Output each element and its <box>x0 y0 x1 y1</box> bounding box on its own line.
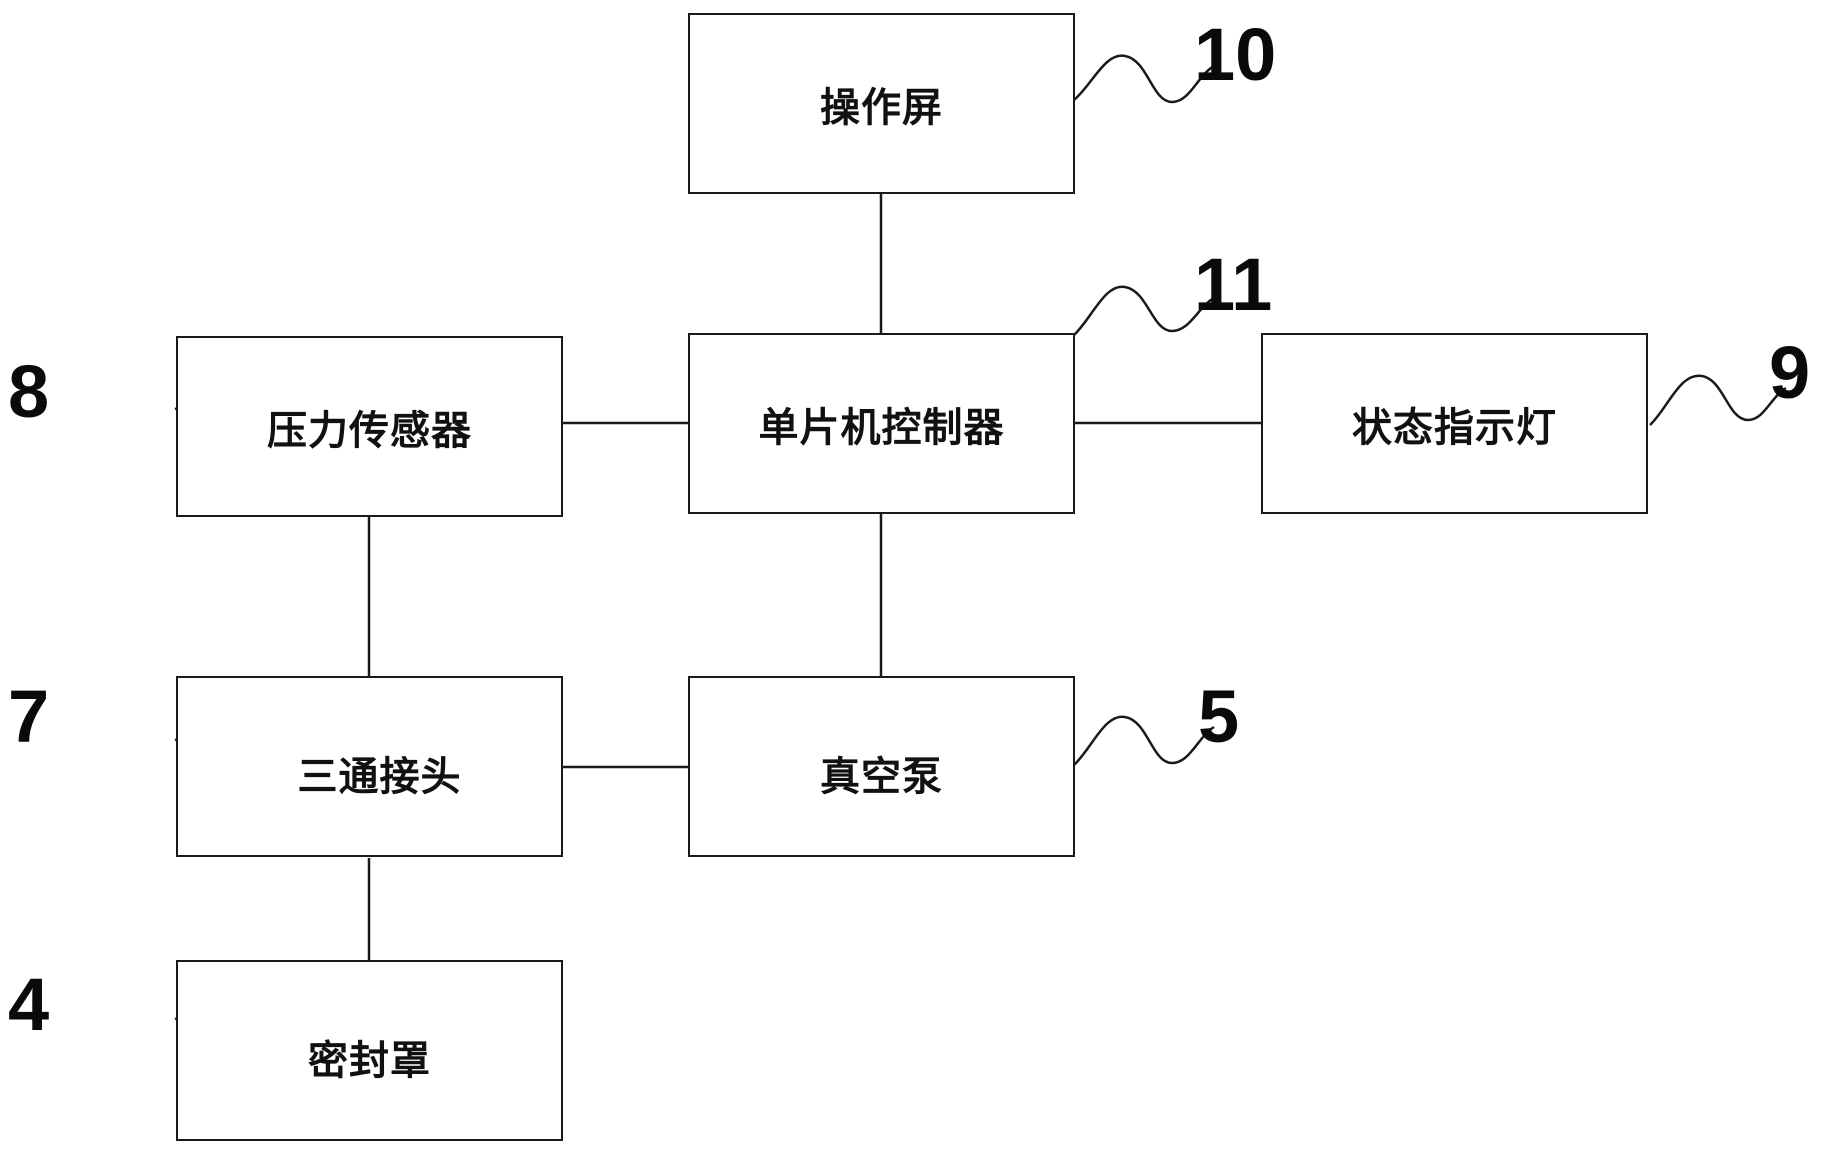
block-tee-connector: 三通接头 <box>176 676 563 857</box>
ref-number-cover: 4 <box>8 963 49 1046</box>
ref-number-pump: 5 <box>1198 675 1239 758</box>
block-label-status-indicator: 状态指示灯 <box>1352 395 1557 453</box>
block-vacuum-pump: 真空泵 <box>688 676 1075 857</box>
block-label-mcu-controller: 单片机控制器 <box>759 395 1005 453</box>
block-label-vacuum-pump: 真空泵 <box>820 744 943 802</box>
ref-number-indicator: 9 <box>1769 331 1810 414</box>
block-label-seal-cover: 密封罩 <box>308 1028 431 1086</box>
block-operation-screen: 操作屏 <box>688 13 1075 194</box>
leader-pump <box>1074 717 1214 765</box>
block-label-tee-connector: 三通接头 <box>298 744 462 802</box>
ref-number-screen: 10 <box>1194 13 1276 96</box>
leader-controller <box>1074 287 1214 335</box>
ref-number-sensor: 8 <box>8 350 49 433</box>
block-pressure-sensor: 压力传感器 <box>176 336 563 517</box>
block-label-pressure-sensor: 压力传感器 <box>267 398 472 456</box>
ref-number-controller: 11 <box>1194 243 1272 326</box>
block-label-operation-screen: 操作屏 <box>820 75 943 133</box>
block-mcu-controller: 单片机控制器 <box>688 333 1075 514</box>
block-status-indicator: 状态指示灯 <box>1261 333 1648 514</box>
block-seal-cover: 密封罩 <box>176 960 563 1141</box>
leader-screen <box>1074 56 1214 102</box>
ref-number-tee: 7 <box>8 675 49 758</box>
leader-indicator <box>1650 376 1786 425</box>
